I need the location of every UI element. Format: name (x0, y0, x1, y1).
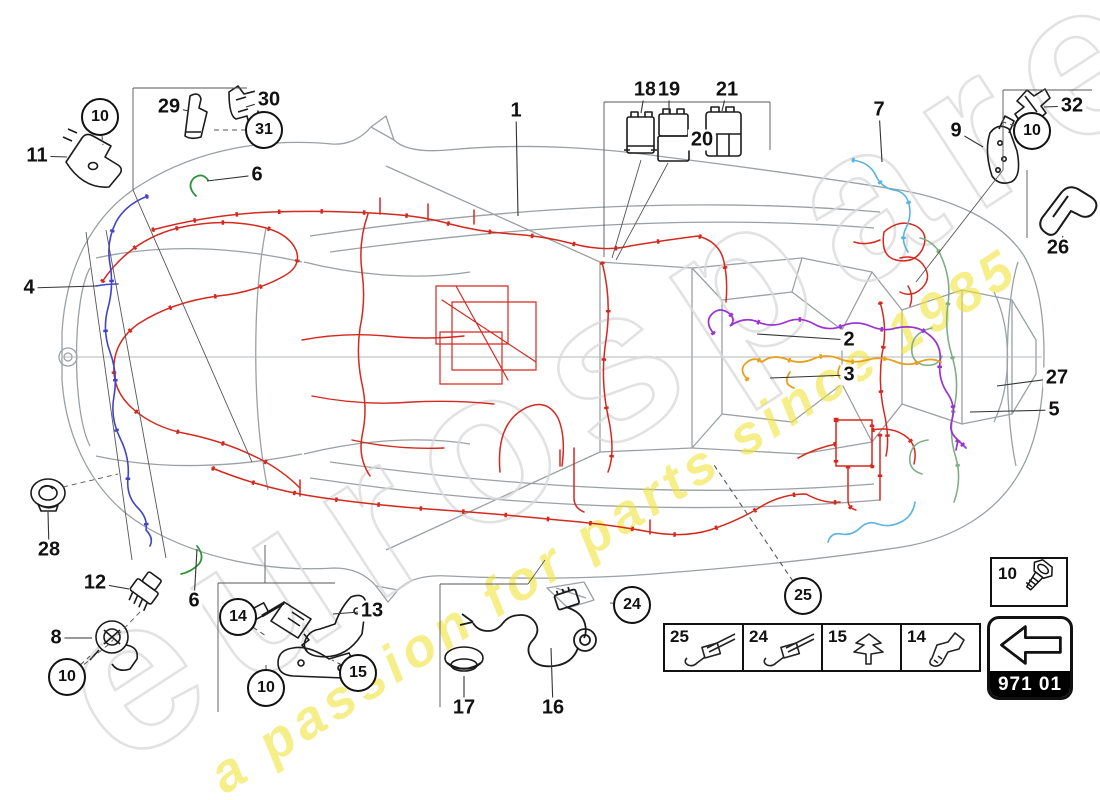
edge-clip-icon (929, 632, 965, 667)
reference-lines (62, 87, 1092, 712)
callout-label-1: 1 (507, 100, 525, 122)
callout-label-6: 6 (248, 164, 266, 186)
bolt-ref-number: 10 (998, 564, 1017, 583)
circled-callout-10: 10 (1013, 112, 1051, 150)
callout-label-20: 20 (687, 129, 717, 151)
hex-bolt-icon (1025, 559, 1053, 591)
relay-part-19-20 (657, 108, 690, 162)
horn-part-8 (89, 620, 139, 671)
circled-callout-25: 25 (784, 577, 822, 615)
legend-number: 24 (749, 627, 768, 646)
callout-label-17: 17 (449, 697, 479, 719)
callout-label-12: 12 (80, 572, 110, 594)
front-harness-blue (95, 196, 151, 546)
watermark-brand-text: eurospares (14, 0, 1100, 800)
clip-part-32 (1014, 88, 1051, 124)
legend-cell-24: 24 (744, 625, 823, 670)
cable-tie-clip-icon (684, 633, 736, 667)
sensor-part-12 (128, 571, 162, 612)
page-reference-box[interactable]: 971 01 (987, 616, 1073, 700)
legend-number: 15 (828, 627, 847, 646)
callout-label-11: 11 (23, 145, 51, 167)
push-rivet-clip-icon (853, 633, 884, 665)
callout-label-29: 29 (154, 96, 184, 118)
callout-label-9: 9 (947, 120, 965, 142)
circled-callout-24: 24 (613, 586, 651, 624)
legend-number: 14 (907, 627, 926, 646)
mounting-bracket-part-11 (62, 128, 123, 188)
legend-number: 25 (670, 627, 689, 646)
cable-part-16 (459, 586, 597, 668)
circled-callout-14: 14 (219, 598, 257, 636)
car-body-wireframe (58, 115, 1045, 609)
back-arrow-icon[interactable] (990, 619, 1070, 671)
callout-label-2: 2 (840, 329, 858, 351)
callout-label-27: 27 (1042, 367, 1072, 389)
callout-label-8: 8 (47, 627, 65, 649)
callout-label-30: 30 (254, 89, 284, 111)
circled-callout-15: 15 (339, 654, 377, 692)
callout-label-28: 28 (34, 539, 64, 561)
callout-label-26: 26 (1043, 237, 1073, 259)
relay-part-18 (624, 111, 657, 154)
circled-callout-31: 31 (245, 111, 283, 149)
watermark-layer: eurospares a passion for parts since 198… (12, 0, 1100, 800)
legend-cell-14: 14 (902, 625, 979, 670)
callout-label-4: 4 (20, 277, 38, 299)
retainer-bracket-part-29 (184, 93, 208, 140)
callout-label-13: 13 (357, 600, 387, 622)
circled-callout-10: 10 (48, 658, 86, 696)
bolt-reference-box: 10 (990, 557, 1068, 607)
grommet-part-17 (444, 646, 484, 672)
circled-callout-10: 10 (247, 669, 285, 707)
cable-tie-clip-icon (763, 633, 815, 667)
legend-cell-15: 15 (823, 625, 902, 670)
elbow-grommet-part-26 (1039, 186, 1098, 236)
callout-label-7: 7 (870, 99, 888, 121)
callout-label-6: 6 (185, 590, 203, 612)
callout-label-5: 5 (1045, 399, 1063, 421)
callout-label-21: 21 (712, 79, 742, 101)
callout-label-19: 19 (654, 79, 684, 101)
callout-label-3: 3 (840, 364, 858, 386)
switch-part-14-15 (249, 601, 312, 652)
circled-callout-10: 10 (81, 98, 119, 136)
page-code: 971 01 (990, 671, 1070, 697)
legend-cell-25: 25 (665, 625, 744, 670)
callout-label-32: 32 (1057, 95, 1087, 117)
horn-part-28 (30, 478, 66, 512)
callout-label-16: 16 (538, 697, 568, 719)
fastener-legend: 25 24 15 14 (663, 623, 981, 672)
retainer-clip-part-30 (228, 85, 260, 125)
callout-label-18: 18 (630, 79, 660, 101)
